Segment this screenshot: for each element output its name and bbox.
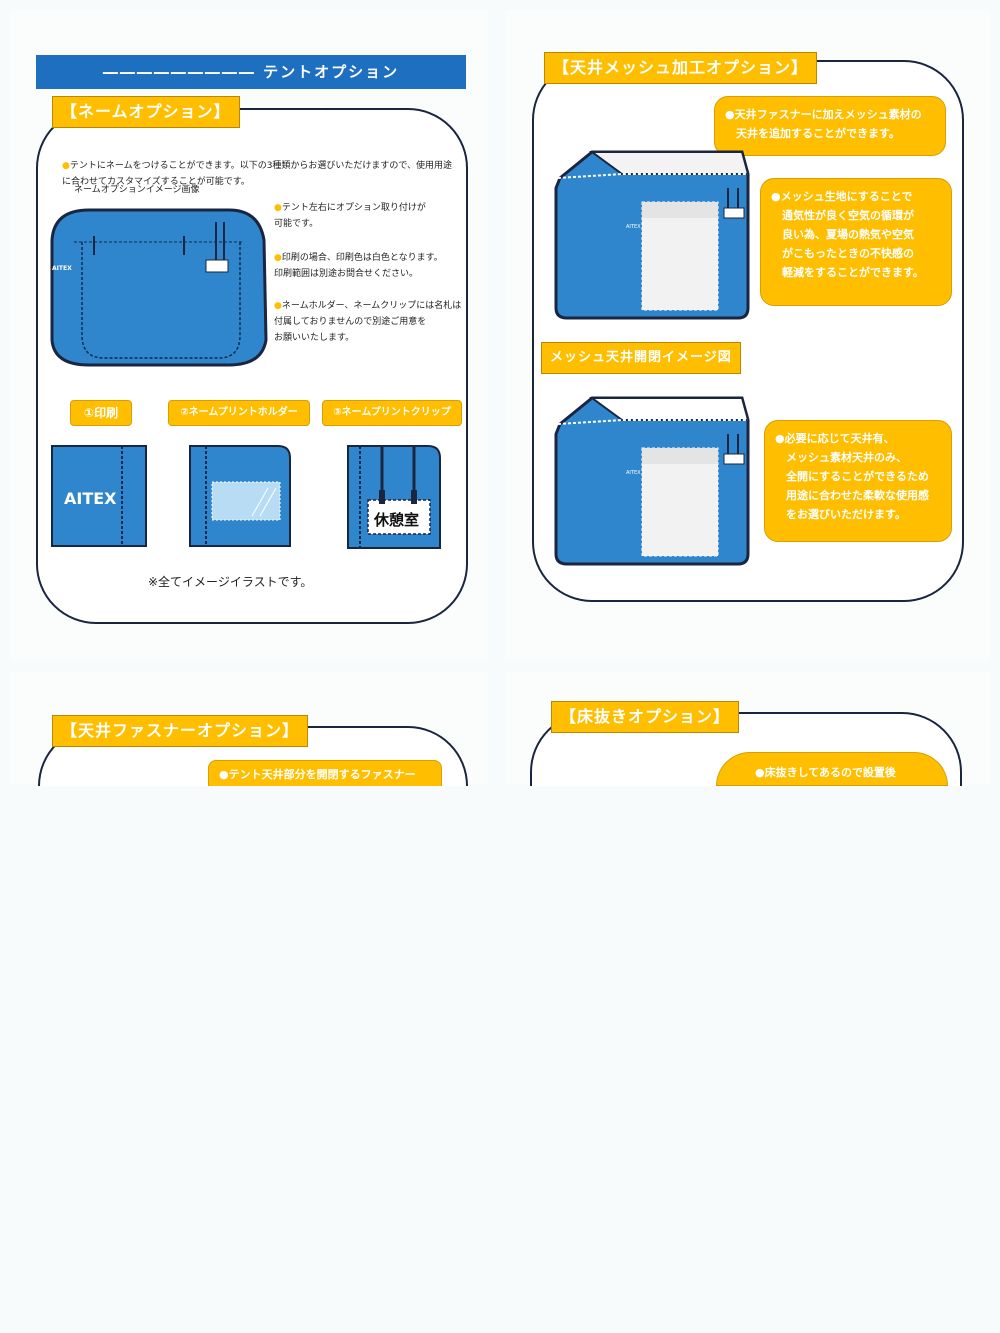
- svg-text:AITEX: AITEX: [626, 224, 641, 230]
- footnote: ※全てイメージイラストです。: [148, 575, 313, 589]
- section-banner: ――――――――― テントオプション ―――――――――: [36, 55, 466, 115]
- name-note-1: ●テント左右にオプション取り付けが 可能です。: [274, 203, 426, 229]
- mesh-tent-illustration-2: AITEX: [554, 396, 750, 566]
- mesh-bubble-bottom: ●必要に応じて天井有、 メッシュ素材天井のみ、 全開にすることができるため 用途…: [764, 420, 952, 542]
- zipper-bubble: ●テント天井部分を開閉するファスナー: [208, 760, 442, 790]
- option-print-pill: ①印刷: [70, 400, 132, 426]
- clip-label-text: 休憩室: [373, 511, 419, 529]
- mesh-tent-illustration-1: AITEX: [554, 150, 750, 320]
- floor-option-tag: 【床抜きオプション】: [551, 701, 740, 733]
- name-option-intro: ●テントにネームをつけることができます。以下の3種類からお選びいただけますので、…: [62, 161, 453, 187]
- mesh-bubble-right: ●メッシュ生地にすることで 通気性が良く空気の循環が 良い為、夏場の熱気や空気 …: [760, 178, 952, 306]
- svg-text:AITEX: AITEX: [626, 470, 641, 476]
- empty-area: [0, 786, 1000, 1333]
- sample-print-illustration: AITEX: [51, 445, 147, 547]
- sample-clip-illustration: 休憩室: [347, 445, 441, 549]
- name-option-tag: 【ネームオプション】: [52, 96, 240, 128]
- option-clip-pill: ③ネームプリントクリップ: [322, 400, 462, 426]
- mesh-option-tag: 【天井メッシュ加工オプション】: [544, 52, 818, 84]
- name-note-2: ●印刷の場合、印刷色は白色となります。 印刷範囲は別途お問合せください。: [274, 253, 443, 279]
- name-note-3: ●ネームホルダー、ネームクリップには名札は 付属しておりませんので別途ご用意を …: [274, 301, 462, 343]
- floor-bubble: ●床抜きしてあるので設置後: [716, 752, 948, 786]
- mesh-subtag: メッシュ天井開閉イメージ図: [541, 342, 741, 374]
- sample-print-text: AITEX: [64, 489, 117, 508]
- mesh-bubble-top: ●天井ファスナーに加えメッシュ素材の 天井を追加することができます。: [714, 96, 946, 156]
- image-caption: ネームオプションイメージ画像: [74, 185, 200, 195]
- sample-holder-illustration: [189, 445, 291, 547]
- tent-illustration-name: AITEX: [50, 208, 268, 367]
- zipper-option-tag: 【天井ファスナーオプション】: [52, 715, 309, 747]
- tent-print-name: AITEX: [52, 265, 72, 272]
- option-holder-pill: ②ネームプリントホルダー: [168, 400, 310, 426]
